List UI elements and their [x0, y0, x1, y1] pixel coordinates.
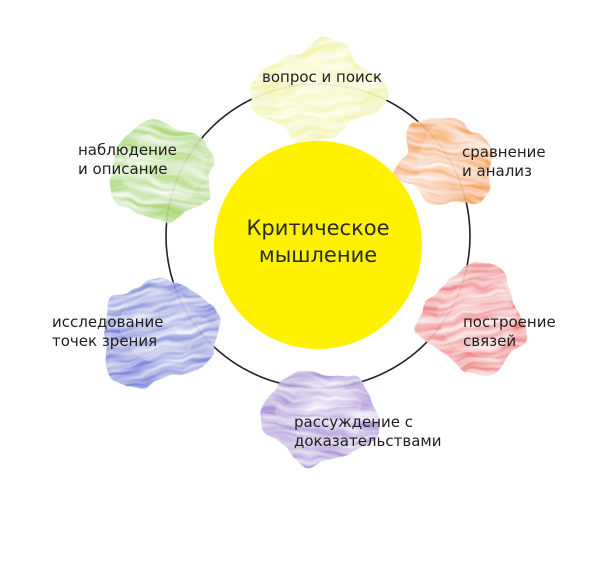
- center-title: Критическое мышление: [218, 215, 418, 269]
- node-label-viewpoints: исследование точек зрения: [52, 313, 163, 351]
- paint-blob-connect-highlight: [437, 282, 518, 358]
- paint-blob-viewpoints: [103, 277, 219, 388]
- node-label-compare: сравнение и анализ: [462, 143, 546, 181]
- node-compare-line2: и анализ: [462, 162, 533, 180]
- paint-blob-viewpoints-highlight: [118, 290, 207, 363]
- node-connect-line2: связей: [463, 332, 517, 350]
- paint-blob-question: [249, 39, 387, 145]
- node-label-question: вопрос и поиск: [262, 68, 382, 87]
- paint-blob-compare: [395, 120, 495, 206]
- node-reason-line1: рассуждение с: [294, 413, 413, 431]
- paint-blob-reason: [260, 373, 378, 469]
- node-question-line1: вопрос и поиск: [262, 68, 383, 86]
- center-title-line2: мышление: [258, 243, 378, 267]
- paint-blob-observe: [110, 120, 213, 222]
- node-viewpoints-line2: точек зрения: [52, 332, 158, 350]
- node-observe-line2: и описание: [78, 160, 168, 178]
- paint-blob-observe-highlight: [123, 134, 207, 201]
- center-circle: [214, 141, 422, 349]
- center-title-line1: Критическое: [246, 216, 390, 240]
- paint-blob-connect: [416, 263, 527, 377]
- node-label-connect: построение связей: [463, 313, 556, 351]
- paint-blob-reason-highlight: [278, 382, 365, 451]
- node-viewpoints-line1: исследование: [52, 313, 164, 331]
- node-reason-line2: доказательствами: [294, 432, 442, 450]
- paint-blob-compare-highlight: [415, 125, 488, 189]
- node-label-reason: рассуждение с доказательствами: [294, 413, 441, 451]
- node-compare-line1: сравнение: [462, 143, 546, 161]
- node-connect-line1: построение: [463, 313, 556, 331]
- paint-blob-question-highlight: [274, 56, 369, 126]
- node-observe-line1: наблюдение: [78, 141, 177, 159]
- node-label-observe: наблюдение и описание: [78, 141, 177, 179]
